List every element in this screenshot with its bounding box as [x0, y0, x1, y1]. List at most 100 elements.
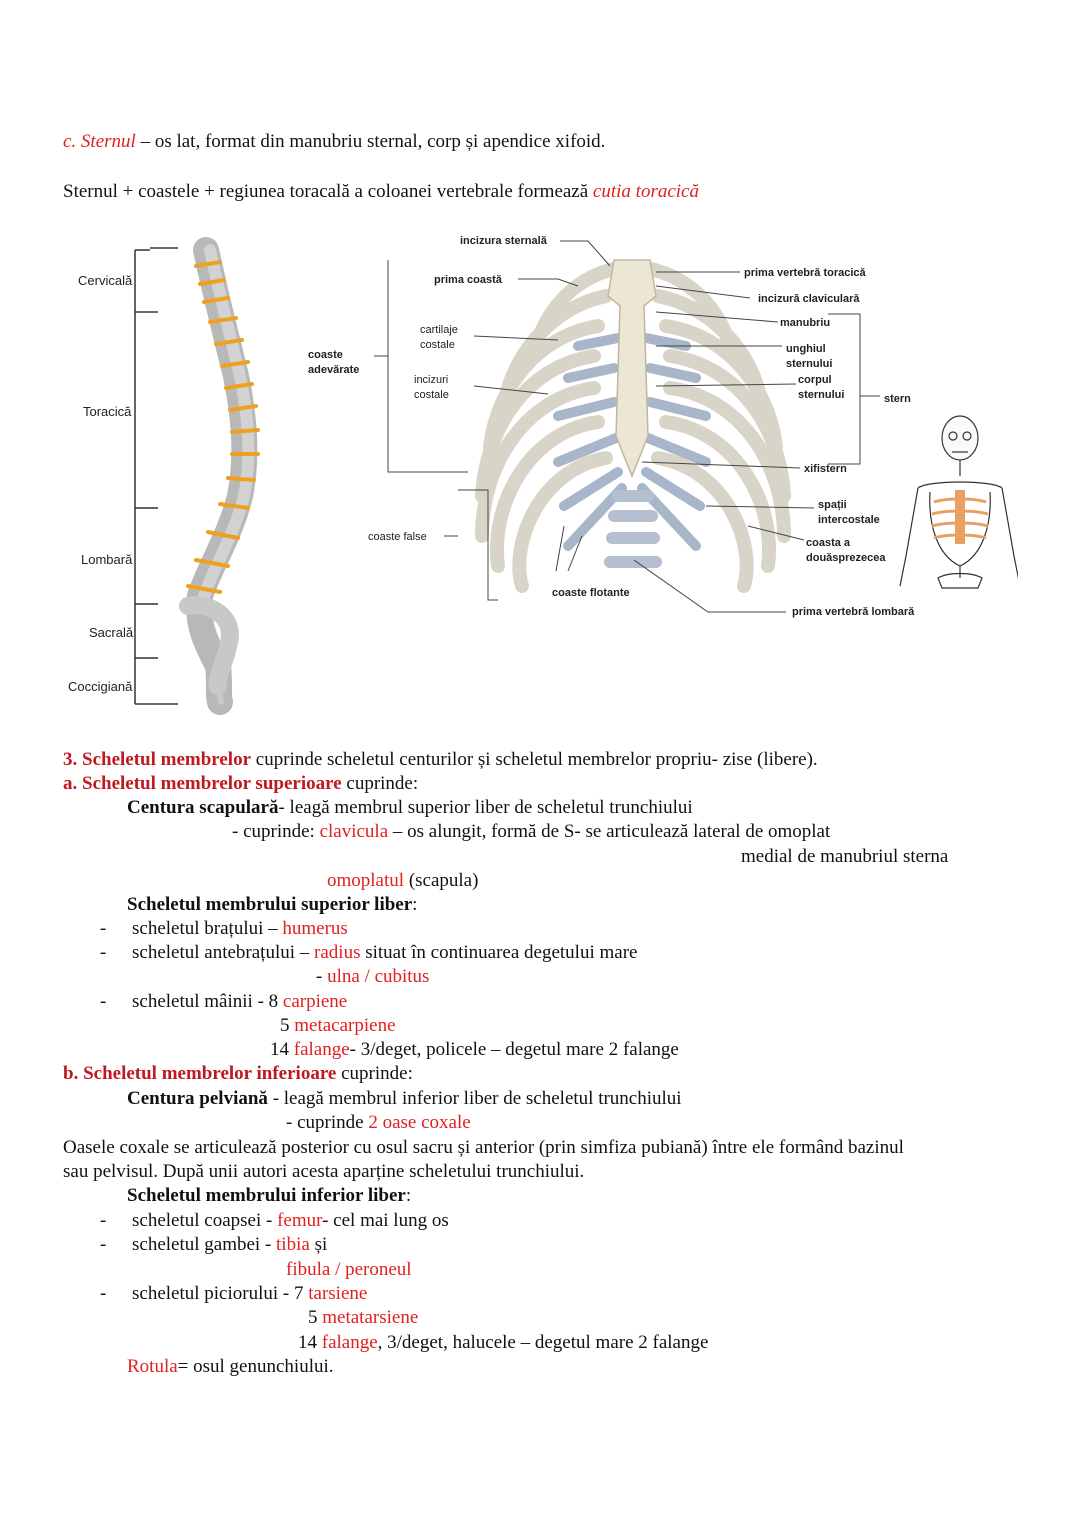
membre-heading-rest: cuprinde scheletul centurilor și schelet…	[251, 749, 818, 770]
metacarpiene-num: 5	[280, 1015, 295, 1036]
spine-brackets	[134, 247, 178, 705]
label-coaste-adevarate-2: adevărate	[308, 364, 359, 376]
humerus-term: humerus	[282, 918, 348, 939]
tibia-term: tibia	[276, 1234, 310, 1255]
centura-scapulara-term: Centura scapulară	[127, 797, 279, 818]
region-coccigiana: Coccigiană	[68, 679, 133, 694]
rotula-term: Rotula	[127, 1356, 178, 1377]
label-coasta-12-2: douăsprezecea	[806, 552, 886, 564]
sternul-desc: – os lat, format din manubriu sternal, c…	[135, 131, 606, 152]
inferioare-term: b. Scheletul membrelor inferioare	[63, 1063, 337, 1084]
metatarsiene-term: metatarsiene	[322, 1307, 419, 1328]
rotula-line: Rotula= osul genunchiului.	[127, 1356, 334, 1378]
inferior-liber-heading: Scheletul membrului inferior liber:	[127, 1185, 411, 1207]
cutia-term: cutia toracică	[592, 181, 699, 202]
rib-cage-illustration	[475, 259, 791, 593]
omoplatul-rest: (scapula)	[404, 870, 479, 891]
clavicula-desc: – os alungit, formă de S- se articulează…	[388, 821, 831, 842]
metacarpiene-line: 5 metacarpiene	[280, 1015, 396, 1037]
coxale-paragraph-1: Oasele coxale se articulează posterior c…	[63, 1137, 904, 1158]
label-spatii-2: intercostale	[818, 514, 880, 526]
piciorului-line: scheletul piciorului - 7 tarsiene	[132, 1283, 367, 1305]
label-prima-vertebra-lombara: prima vertebră lombară	[792, 606, 915, 618]
tarsiene-term: tarsiene	[308, 1283, 368, 1304]
skeleton-figure: Cervicală Toracică Lombară Sacrală Cocci…	[68, 235, 1018, 715]
tibia-rest: și	[309, 1234, 328, 1255]
cutia-toracica-line: Sternul + coastele + regiunea toracală a…	[63, 181, 699, 203]
coxale-line: - cuprinde 2 oase coxale	[286, 1112, 471, 1134]
label-stern: stern	[884, 393, 911, 405]
region-cervicala: Cervicală	[78, 273, 133, 288]
ulna-term: ulna / cubitus	[327, 966, 430, 987]
inferioare-rest: cuprinde:	[336, 1063, 413, 1084]
falange-rest: - 3/deget, policele – degetul mare 2 fal…	[349, 1039, 679, 1060]
region-lombara: Lombară	[81, 552, 133, 567]
metatarsiene-num: 5	[308, 1307, 323, 1328]
bullet-dash: -	[100, 918, 107, 939]
label-manubriu: manubriu	[780, 317, 830, 329]
membre-heading: 3. Scheletul membrelor cuprinde scheletu…	[63, 749, 818, 771]
omoplatul-line: omoplatul (scapula)	[327, 870, 478, 892]
label-incizuri-costale-1: incizuri	[414, 374, 448, 386]
coxale-paragraph-2: sau pelvisul. După unii autori acesta ap…	[63, 1161, 585, 1182]
label-cartilaje-2: costale	[420, 339, 455, 351]
bullet-dash: -	[100, 1234, 107, 1255]
spine-illustration	[179, 237, 260, 715]
fibula-term: fibula / peroneul	[286, 1259, 412, 1280]
rotula-rest: = osul genunchiului.	[177, 1356, 334, 1377]
radius-term: radius	[314, 942, 361, 963]
label-incizura-claviculara: incizură claviculară	[758, 293, 860, 305]
falange-picior-rest: , 3/deget, halucele – degetul mare 2 fal…	[377, 1332, 709, 1353]
label-corpul-1: corpul	[798, 374, 832, 386]
falange-picior-num: 14	[298, 1332, 322, 1353]
clavicula-medial-line: medial de manubriul sterna	[741, 846, 949, 867]
label-cartilaje-1: cartilaje	[420, 324, 458, 336]
label-spatii-1: spații	[818, 499, 847, 511]
bratului-prefix: scheletul brațului –	[132, 918, 283, 939]
gambei-prefix: scheletul gambei -	[132, 1234, 277, 1255]
inferior-liber-term: Scheletul membrului inferior liber	[127, 1185, 406, 1206]
thorax-leaders	[374, 240, 880, 613]
carpiene-term: carpiene	[282, 991, 348, 1012]
falange-picior-term: falange	[321, 1332, 378, 1353]
coapsei-line: scheletul coapsei - femur- cel mai lung …	[132, 1210, 449, 1232]
label-coaste-adevarate-1: coaste	[308, 349, 343, 361]
coxale-prefix: - cuprinde	[286, 1112, 369, 1133]
label-prima-coasta: prima coastă	[434, 274, 503, 286]
fibula-line: fibula / peroneul	[286, 1259, 412, 1281]
superioare-rest: cuprinde:	[341, 773, 419, 794]
cuprinde-prefix: - cuprinde:	[232, 821, 320, 842]
centura-pelviana-term: Centura pelviană	[127, 1088, 268, 1109]
antebratului-prefix: scheletul antebrațului –	[132, 942, 315, 963]
centura-pelviana-rest: - leagă membrul inferior liber de schele…	[267, 1088, 682, 1109]
sternul-term: c. Sternul	[63, 131, 136, 152]
femur-term: femur	[277, 1210, 323, 1231]
cutia-prefix: Sternul + coastele + regiunea toracală a…	[63, 181, 593, 202]
inferioare-heading: b. Scheletul membrelor inferioare cuprin…	[63, 1063, 413, 1085]
full-skeleton-thumbnail	[899, 415, 1018, 589]
region-toracica: Toracică	[83, 404, 132, 419]
omoplatul-term: omoplatul	[327, 870, 405, 891]
superior-liber-heading: Scheletul membrului superior liber:	[127, 894, 417, 916]
label-coaste-false: coaste false	[368, 531, 427, 543]
label-prima-vertebra-toracica: prima vertebră toracică	[744, 267, 867, 279]
metatarsiene-line: 5 metatarsiene	[308, 1307, 418, 1329]
centura-scapulara-line: Centura scapulară- leagă membrul superio…	[127, 797, 693, 819]
label-corpul-2: sternului	[798, 389, 844, 401]
label-unghiul-1: unghiul	[786, 343, 826, 355]
ulna-line: - ulna / cubitus	[316, 966, 429, 988]
mainii-prefix: scheletul mâinii - 8	[132, 991, 283, 1012]
label-incizura-sternala: incizura sternală	[460, 235, 548, 247]
antebratului-line: scheletul antebrațului – radius situat î…	[132, 942, 637, 964]
label-incizuri-costale-2: costale	[414, 389, 449, 401]
superior-liber-term: Scheletul membrului superior liber	[127, 894, 413, 915]
inferior-liber-colon: :	[405, 1185, 412, 1206]
femur-rest: - cel mai lung os	[322, 1210, 449, 1231]
ulna-prefix: -	[316, 966, 328, 987]
superioare-term: a. Scheletul membrelor superioare	[63, 773, 342, 794]
label-unghiul-2: sternului	[786, 358, 832, 370]
falange-picior-line: 14 falange, 3/deget, halucele – degetul …	[298, 1332, 708, 1354]
bullet-dash: -	[100, 1210, 107, 1231]
falange-line: 14 falange- 3/deget, policele – degetul …	[270, 1039, 679, 1061]
superioare-heading: a. Scheletul membrelor superioare cuprin…	[63, 773, 418, 795]
